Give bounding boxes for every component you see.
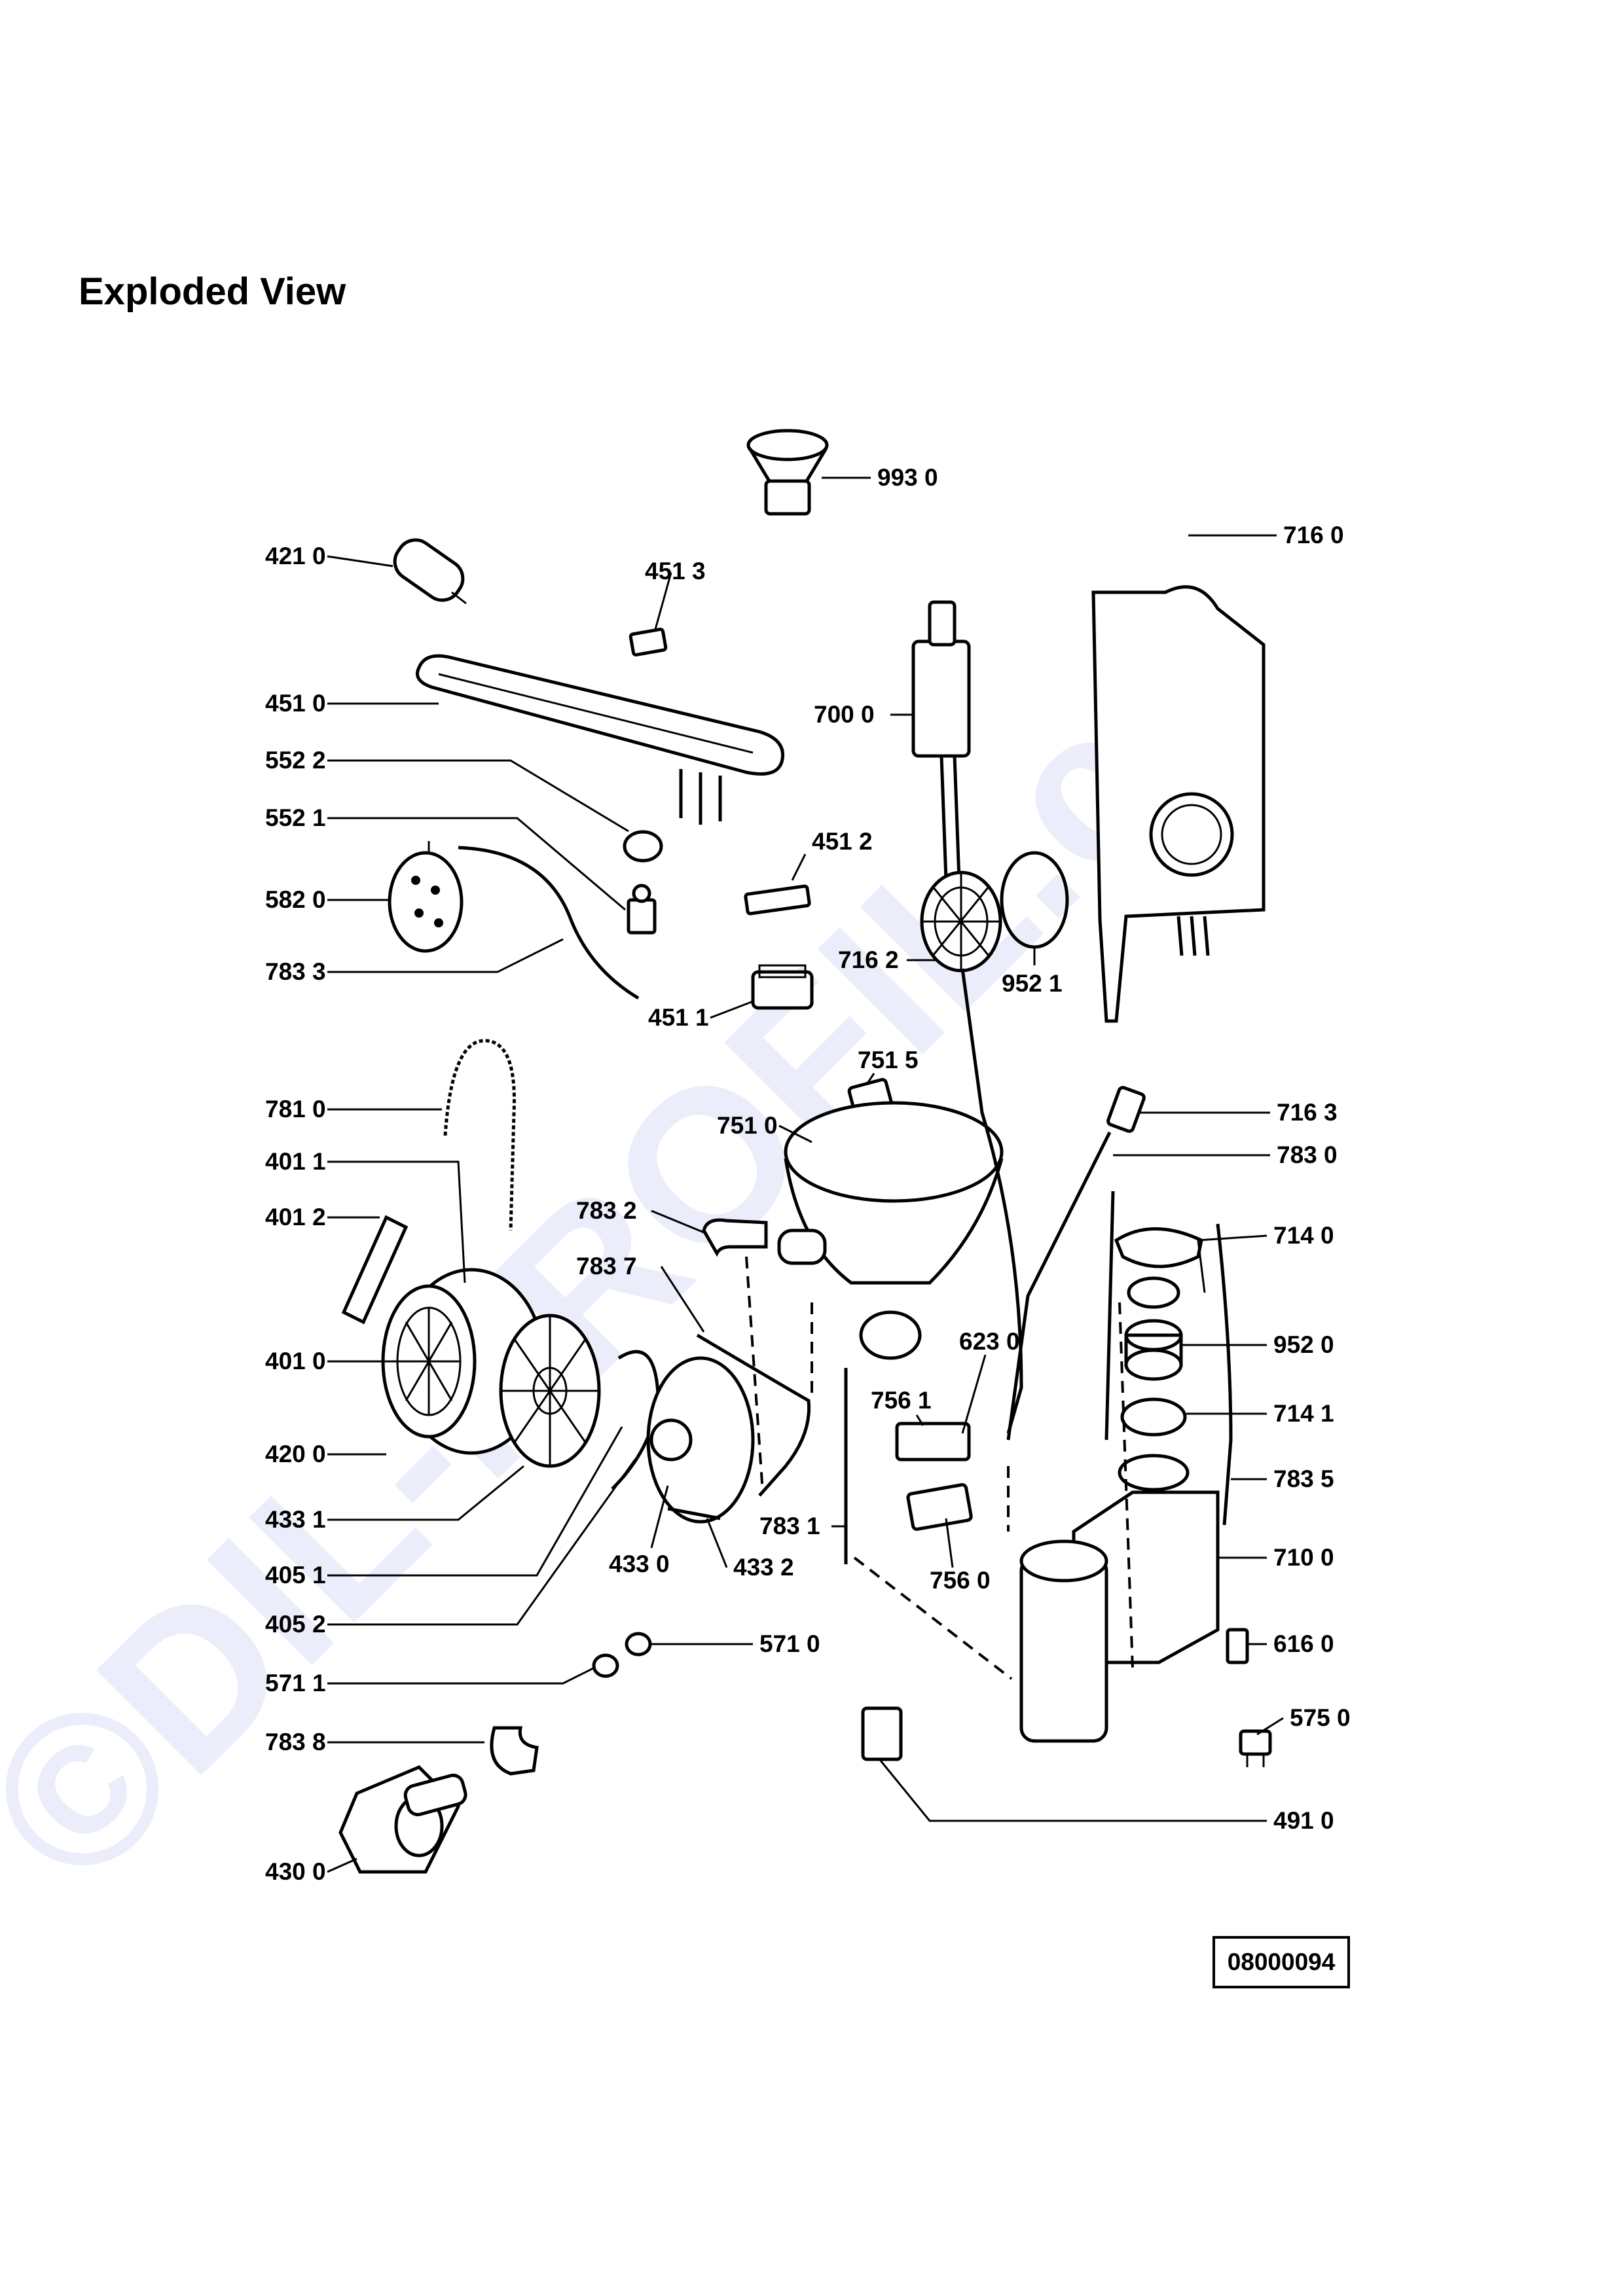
part-label-5521: 552 1 xyxy=(265,804,326,831)
page-title: Exploded View xyxy=(79,270,346,313)
leader-lines xyxy=(327,476,1284,1873)
part-label-7561: 756 1 xyxy=(871,1387,932,1414)
part-label-5710: 571 0 xyxy=(759,1630,820,1657)
heating-element-part[interactable] xyxy=(416,654,785,825)
part-label-4331: 433 1 xyxy=(265,1506,326,1533)
part-label-9521: 952 1 xyxy=(1002,970,1063,997)
level-switch-part[interactable] xyxy=(895,1422,973,1531)
part-label-4200: 420 0 xyxy=(265,1441,326,1467)
part-label-7830: 783 0 xyxy=(1277,1141,1338,1168)
part-label-5820: 582 0 xyxy=(265,886,326,913)
wheel-part[interactable] xyxy=(920,870,1002,973)
pressure-switch-part[interactable] xyxy=(388,841,464,953)
cap-part-7140[interactable] xyxy=(1114,1227,1203,1268)
hose-part-7837[interactable] xyxy=(696,1333,811,1497)
part-label-9930: 993 0 xyxy=(877,464,938,491)
clip-part-4513[interactable] xyxy=(629,628,668,656)
part-label-7000: 700 0 xyxy=(814,701,875,728)
part-label-6160: 616 0 xyxy=(1273,1630,1334,1657)
part-label-5750: 575 0 xyxy=(1290,1704,1351,1731)
part-4910[interactable] xyxy=(861,1706,903,1761)
part-label-7160: 716 0 xyxy=(1283,522,1344,548)
part-label-9520: 952 0 xyxy=(1273,1331,1334,1358)
part-label-4010: 401 0 xyxy=(265,1348,326,1374)
side-panel-part[interactable] xyxy=(1091,585,1266,1023)
part-5750[interactable] xyxy=(1239,1729,1272,1767)
tube-part-7833[interactable] xyxy=(458,846,640,1000)
part-label-4511: 451 1 xyxy=(648,1004,709,1031)
part-label-7162: 716 2 xyxy=(838,946,899,973)
capacitor-part[interactable] xyxy=(388,533,470,607)
part-label-6230: 623 0 xyxy=(959,1328,1020,1355)
clip-part-6160[interactable] xyxy=(1226,1628,1249,1664)
part-label-4051: 405 1 xyxy=(265,1562,326,1588)
thermostat-part[interactable] xyxy=(623,830,663,935)
sump-part[interactable] xyxy=(777,1101,1004,1360)
alignment-line xyxy=(853,1556,1013,1680)
alignment-line xyxy=(1118,1302,1134,1670)
seal-part-7140[interactable] xyxy=(1127,1276,1180,1309)
part-label-5711: 571 1 xyxy=(265,1670,326,1696)
spiral-hose-part[interactable] xyxy=(443,1039,516,1231)
part-label-7515: 751 5 xyxy=(858,1047,919,1073)
water-softener-part[interactable] xyxy=(1019,1454,1220,1743)
part-label-5522: 552 2 xyxy=(265,747,326,774)
hose-part-7830b[interactable] xyxy=(1104,1191,1115,1441)
part-label-4012: 401 2 xyxy=(265,1204,326,1230)
part-label-7831: 783 1 xyxy=(759,1513,820,1539)
part-label-7100: 710 0 xyxy=(1273,1544,1334,1571)
part-label-7837: 783 7 xyxy=(576,1253,637,1280)
alignment-line xyxy=(745,1256,764,1493)
part-label-4510: 451 0 xyxy=(265,690,326,717)
part-label-7835: 783 5 xyxy=(1273,1465,1334,1492)
part-label-4210: 421 0 xyxy=(265,543,326,569)
grommet-parts[interactable] xyxy=(592,1632,652,1678)
ring-part-7141[interactable] xyxy=(1120,1397,1187,1437)
funnel-part[interactable] xyxy=(746,429,829,516)
part-label-7838: 783 8 xyxy=(265,1729,326,1755)
part-label-7510: 751 0 xyxy=(717,1112,778,1139)
part-label-7560: 756 0 xyxy=(930,1567,991,1594)
drawing-number-box: 08000094 xyxy=(1213,1936,1350,1988)
filter-part[interactable] xyxy=(1124,1319,1183,1381)
clip-part-7163[interactable] xyxy=(1106,1086,1146,1133)
hose-part-7835[interactable] xyxy=(1216,1223,1233,1526)
part-label-4512: 451 2 xyxy=(812,828,873,855)
bracket-part-4512[interactable] xyxy=(744,884,811,916)
hose-part-7830[interactable] xyxy=(1006,1131,1112,1441)
drain-pump-part[interactable] xyxy=(338,1765,467,1874)
part-label-4332: 433 2 xyxy=(733,1554,794,1581)
part-label-4011: 401 1 xyxy=(265,1148,326,1175)
part-label-4910: 491 0 xyxy=(1273,1807,1334,1834)
impeller-part[interactable] xyxy=(499,1314,601,1468)
part-label-7141: 714 1 xyxy=(1273,1400,1334,1427)
motor-bracket-part[interactable] xyxy=(341,1215,409,1325)
part-label-7163: 716 3 xyxy=(1277,1099,1338,1126)
part-label-4513: 451 3 xyxy=(645,558,706,584)
part-label-7833: 783 3 xyxy=(265,958,326,985)
part-label-4330: 433 0 xyxy=(609,1551,670,1577)
pump-housing-part[interactable] xyxy=(646,1356,755,1524)
air-break-part[interactable] xyxy=(911,600,971,969)
connector-part-4511[interactable] xyxy=(751,964,814,1010)
part-label-4052: 405 2 xyxy=(265,1611,326,1638)
part-label-7832: 783 2 xyxy=(576,1197,637,1224)
elbow-part-7832[interactable] xyxy=(702,1218,768,1257)
part-label-4300: 430 0 xyxy=(265,1858,326,1885)
part-labels: 993 0 421 0 451 3 716 0 451 0 700 0 552 … xyxy=(265,464,1351,1885)
part-label-7140: 714 0 xyxy=(1273,1222,1334,1249)
part-label-7810: 781 0 xyxy=(265,1096,326,1122)
hose-part-7838[interactable] xyxy=(490,1726,539,1776)
